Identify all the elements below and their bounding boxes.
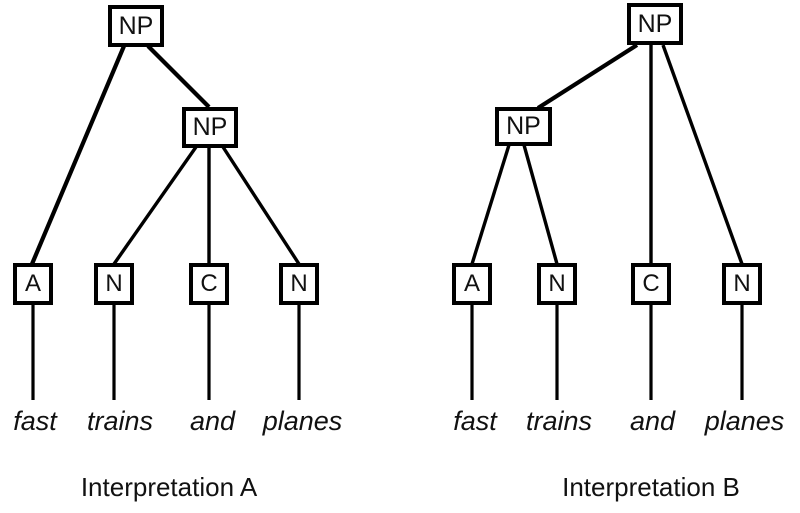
- tree-a-word-and: and: [175, 408, 250, 435]
- node-label: NP: [192, 113, 228, 141]
- node-label: NP: [118, 11, 154, 40]
- node-label: C: [642, 270, 660, 297]
- edge-a-np2-to-n2: [221, 146, 301, 265]
- node-label: NP: [637, 9, 673, 38]
- edge-a-root-to-a: [30, 45, 126, 265]
- edge-b-root-to-n2: [661, 44, 744, 265]
- tree-b-word-and: and: [615, 408, 690, 435]
- tree-b-terminal-a[interactable]: A: [452, 263, 492, 305]
- word-text: trains: [525, 406, 593, 436]
- tree-a-terminal-a[interactable]: A: [13, 263, 53, 305]
- tree-b-terminal-c[interactable]: C: [631, 263, 671, 305]
- edge-a-root-to-np2: [146, 44, 211, 109]
- tree-a-terminal-n2[interactable]: N: [279, 263, 319, 305]
- node-label: NP: [506, 112, 541, 140]
- tree-b-inner-np[interactable]: NP: [495, 107, 552, 146]
- edge-b-np2-to-a: [470, 144, 511, 265]
- word-text: fast: [453, 406, 497, 436]
- node-label: N: [290, 270, 308, 297]
- node-label: N: [548, 270, 566, 297]
- node-label: A: [24, 270, 41, 297]
- edge-a-np2-to-n1: [112, 146, 198, 265]
- word-text: planes: [704, 406, 785, 436]
- tree-a-inner-np[interactable]: NP: [182, 107, 238, 148]
- tree-a-terminal-n1[interactable]: N: [94, 263, 134, 305]
- node-label: C: [200, 270, 218, 297]
- caption-text: Interpretation B: [562, 472, 740, 502]
- node-label: A: [463, 270, 480, 297]
- tree-b-word-fast: fast: [440, 408, 510, 435]
- word-text: fast: [13, 406, 57, 436]
- word-text: and: [189, 406, 236, 436]
- tree-b-terminal-n1[interactable]: N: [537, 263, 577, 305]
- tree-b-root-np[interactable]: NP: [627, 3, 683, 45]
- tree-a-word-fast: fast: [0, 408, 70, 435]
- caption-text: Interpretation A: [80, 472, 258, 502]
- edge-b-root-to-np2: [536, 43, 639, 110]
- tree-a-word-planes: planes: [250, 408, 355, 435]
- tree-a-caption: Interpretation A: [38, 474, 300, 500]
- tree-a-word-trains: trains: [75, 408, 165, 435]
- tree-b-caption: Interpretation B: [520, 474, 782, 500]
- word-text: planes: [262, 406, 343, 436]
- tree-b-terminal-n2[interactable]: N: [722, 263, 762, 305]
- tree-b-word-planes: planes: [692, 408, 797, 435]
- edge-b-np2-to-n1: [522, 144, 559, 265]
- tree-a-root-np[interactable]: NP: [108, 5, 164, 47]
- node-label: N: [733, 270, 751, 297]
- word-text: trains: [86, 406, 154, 436]
- word-text: and: [629, 406, 676, 436]
- tree-b-word-trains: trains: [514, 408, 604, 435]
- tree-a-terminal-c[interactable]: C: [189, 263, 229, 305]
- node-label: N: [105, 270, 123, 297]
